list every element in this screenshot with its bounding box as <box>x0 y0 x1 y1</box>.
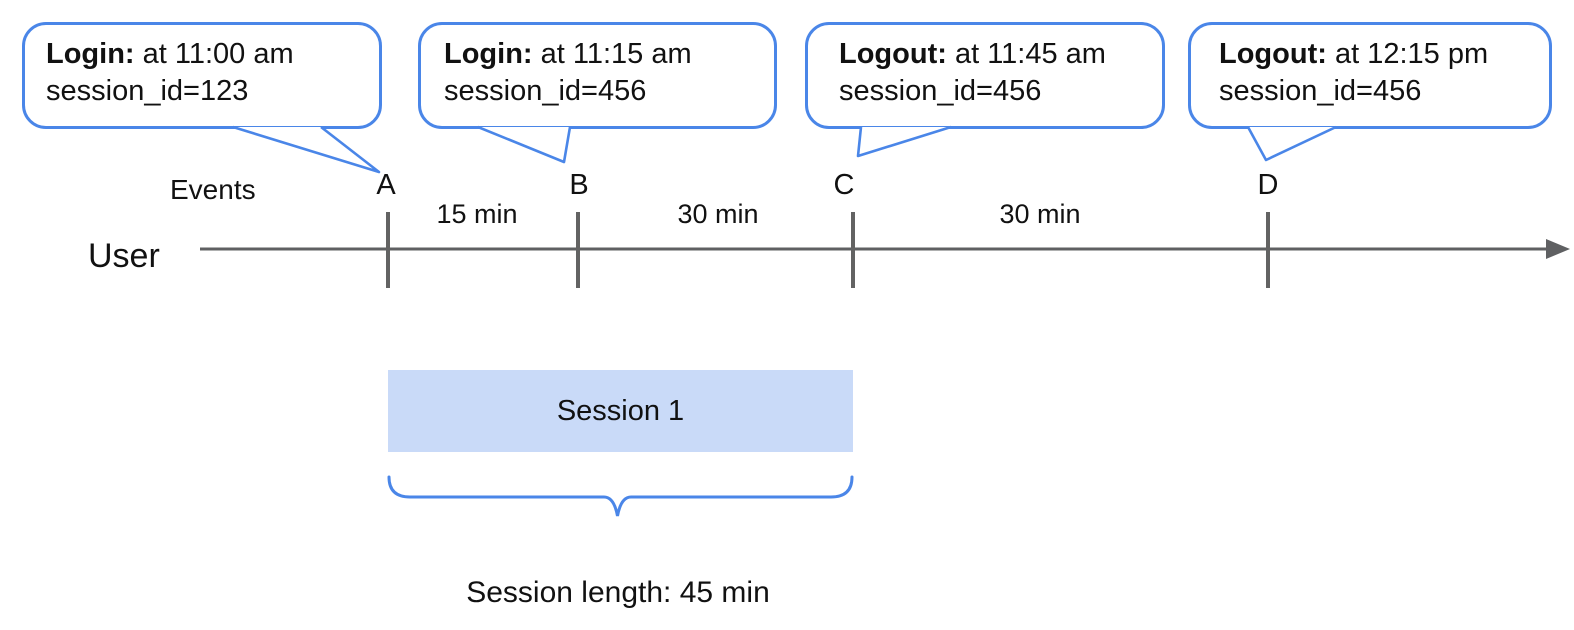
event-marker-b: B <box>569 169 589 201</box>
event-line: Logout: at 11:45 am <box>839 38 1106 70</box>
event-type-label: Login: <box>46 38 135 70</box>
callout-text-c: Logout: at 11:45 am session_id=456 <box>808 25 1162 110</box>
session-id: session_id=456 <box>839 75 1042 107</box>
callout-text-a: Login: at 11:00 am session_id=123 <box>25 25 379 110</box>
callout-tail-a <box>232 125 381 174</box>
event-time: at 12:15 pm <box>1326 38 1489 70</box>
interval-label-ab: 15 min <box>436 199 518 229</box>
event-marker-a: A <box>376 169 396 201</box>
session-1-label: Session 1 <box>556 394 685 427</box>
events-label: Events <box>170 174 256 205</box>
callout-event-b: Login: at 11:15 am session_id=456 <box>418 22 777 129</box>
session-id: session_id=456 <box>1219 75 1422 107</box>
callout-event-d: Logout: at 12:15 pm session_id=456 <box>1188 22 1552 129</box>
event-type-label: Logout: <box>839 38 947 70</box>
event-type-label: Logout: <box>1219 38 1327 70</box>
event-time: at 11:45 am <box>946 38 1106 70</box>
callout-tail-c <box>856 125 952 158</box>
session-id: session_id=123 <box>46 75 249 107</box>
session-1-band: Session 1 <box>388 370 853 452</box>
callout-event-a: Login: at 11:00 am session_id=123 <box>22 22 382 129</box>
event-time: at 11:00 am <box>134 38 294 70</box>
callout-tail-b <box>477 125 572 164</box>
session-length-label: Session length: 45 min <box>466 576 770 609</box>
event-line: Login: at 11:15 am <box>444 38 692 70</box>
event-marker-d: D <box>1257 169 1279 201</box>
callout-tail-d <box>1246 125 1337 162</box>
interval-label-cd: 30 min <box>999 199 1081 229</box>
callout-text-d: Logout: at 12:15 pm session_id=456 <box>1191 25 1549 110</box>
session-length-brace <box>387 475 854 517</box>
event-marker-c: C <box>833 169 855 201</box>
timeline-arrowhead-icon <box>1546 239 1570 259</box>
user-label: User <box>88 237 160 275</box>
event-type-label: Login: <box>444 38 533 70</box>
callout-event-c: Logout: at 11:45 am session_id=456 <box>805 22 1165 129</box>
interval-label-bc: 30 min <box>677 199 759 229</box>
event-line: Login: at 11:00 am <box>46 38 294 70</box>
session-id: session_id=456 <box>444 75 647 107</box>
callout-text-b: Login: at 11:15 am session_id=456 <box>421 25 774 110</box>
event-time: at 11:15 am <box>532 38 692 70</box>
event-line: Logout: at 12:15 pm <box>1219 38 1488 70</box>
